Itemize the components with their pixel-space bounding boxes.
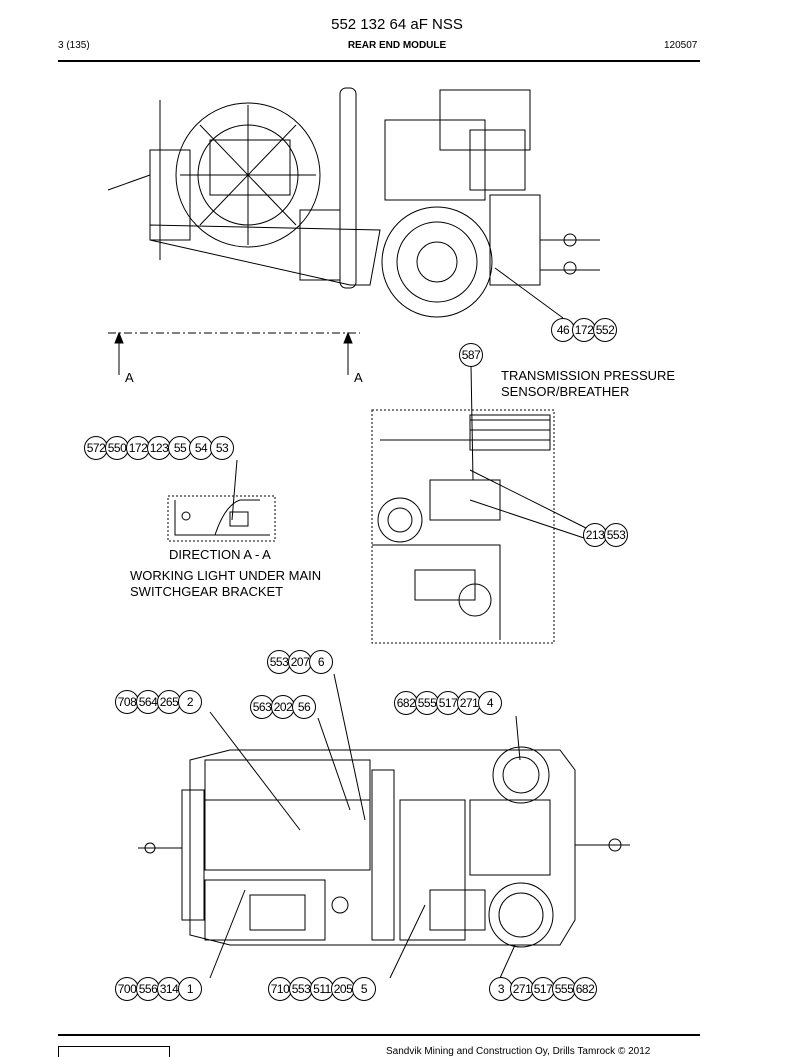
header-rule [58, 60, 700, 62]
section-mark-left: A [125, 370, 134, 385]
callout-group-3: 3 271 517 555 682 [489, 977, 597, 1001]
callout-bubble: 53 [210, 436, 234, 460]
callout-bubble: 556 [136, 977, 160, 1001]
direction-label: DIRECTION A - A [169, 547, 271, 562]
footer-rule [58, 1034, 700, 1036]
callout-group-587: 587 [459, 343, 483, 367]
working-light-label-1: WORKING LIGHT UNDER MAIN [130, 568, 322, 583]
document-date: 120507 [664, 40, 698, 51]
callout-bubble: 517 [436, 691, 460, 715]
callout-group-708: 708 564 265 2 [115, 690, 202, 714]
footer-copyright: Sandvik Mining and Construction Oy, Dril… [386, 1046, 651, 1057]
callout-group-563: 563 202 56 [250, 695, 316, 719]
callout-bubble: 708 [115, 690, 139, 714]
callout-bubble: 5 [352, 977, 376, 1001]
callout-bubble: 2 [178, 690, 202, 714]
callout-bubble: 56 [292, 695, 316, 719]
callout-bubble: 710 [268, 977, 292, 1001]
side-view-drawing [107, 87, 600, 318]
callout-bubble: 54 [189, 436, 213, 460]
callout-group-46: 46 172 552 [551, 318, 617, 342]
callout-bubble: 563 [250, 695, 274, 719]
transmission-label-2: SENSOR/BREATHER [501, 384, 630, 399]
callout-bubble: 552 [593, 318, 617, 342]
callout-bubble: 682 [394, 691, 418, 715]
callout-bubble: 55 [168, 436, 192, 460]
transmission-detail-drawing [371, 409, 555, 644]
section-title: REAR END MODULE [347, 40, 447, 51]
callout-bubble: 205 [331, 977, 355, 1001]
brand-logo [58, 1046, 170, 1057]
document-title: 552 132 64 aF NSS [331, 16, 463, 33]
page-number: 3 (135) [58, 40, 90, 51]
transmission-label-1: TRANSMISSION PRESSURE [501, 368, 676, 383]
callout-bubble: 46 [551, 318, 575, 342]
callout-group-710: 710 553 511 205 5 [268, 977, 376, 1001]
callout-group-682: 682 555 517 271 4 [394, 691, 502, 715]
callout-group-213: 213 553 [583, 523, 628, 547]
callout-bubble: 265 [157, 690, 181, 714]
section-mark-right: A [354, 370, 363, 385]
callout-bubble: 1 [178, 977, 202, 1001]
callout-bubble: 700 [115, 977, 139, 1001]
callout-bubble: 271 [457, 691, 481, 715]
callout-group-553: 553 207 6 [267, 650, 333, 674]
callout-bubble: 271 [510, 977, 534, 1001]
callout-group-572: 572 550 172 123 55 54 53 [84, 436, 234, 460]
direction-detail-drawing [167, 495, 276, 542]
callout-bubble: 314 [157, 977, 181, 1001]
callout-bubble: 550 [105, 436, 129, 460]
callout-bubble: 682 [573, 977, 597, 1001]
callout-bubble: 172 [572, 318, 596, 342]
callout-bubble: 6 [309, 650, 333, 674]
working-light-label-2: SWITCHGEAR BRACKET [130, 584, 284, 599]
callout-bubble: 207 [288, 650, 312, 674]
callout-bubble: 587 [459, 343, 483, 367]
callout-bubble: 517 [531, 977, 555, 1001]
callout-bubble: 555 [552, 977, 576, 1001]
callout-bubble: 202 [271, 695, 295, 719]
callout-bubble: 553 [267, 650, 291, 674]
top-view-drawing [138, 746, 630, 948]
callout-bubble: 4 [478, 691, 502, 715]
callout-group-700: 700 556 314 1 [115, 977, 202, 1001]
callout-bubble: 553 [604, 523, 628, 547]
